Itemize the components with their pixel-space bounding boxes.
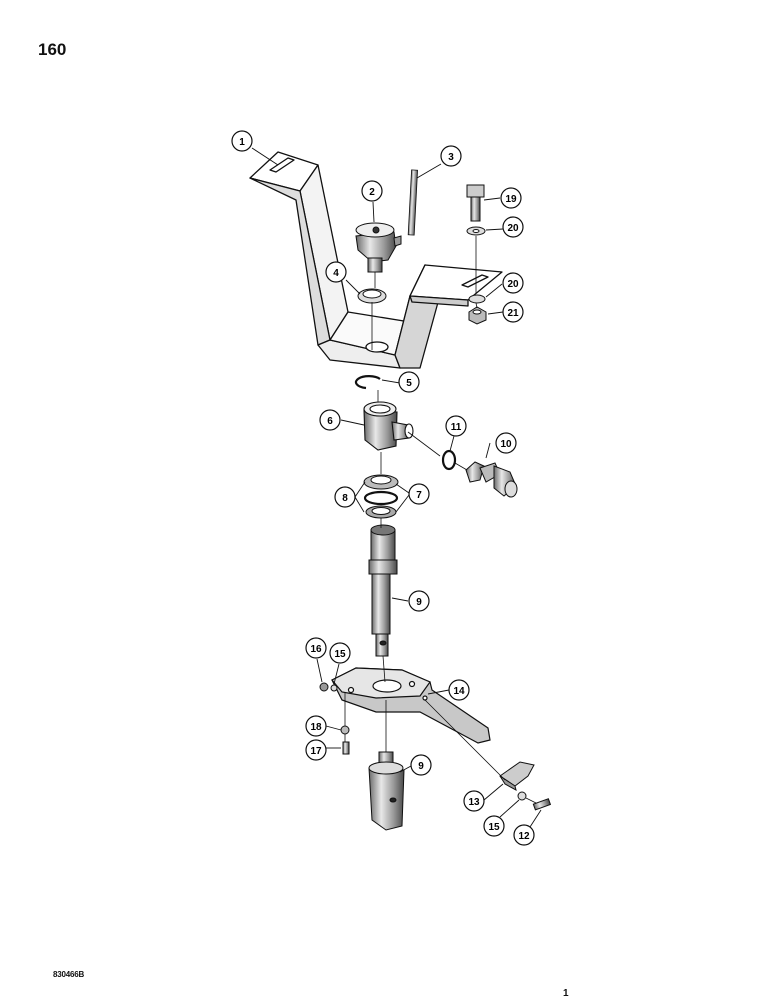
- callout-label: 17: [310, 746, 322, 757]
- rod: [407, 169, 418, 236]
- valve-cap: [355, 222, 402, 273]
- lever-plate: [331, 667, 491, 744]
- callout-4: 4: [325, 261, 347, 283]
- shaft-upper: [368, 524, 398, 657]
- o-ring: [441, 449, 457, 471]
- callout-8: 8: [334, 486, 356, 508]
- callout-12: 12: [513, 824, 535, 846]
- page-number: 160: [38, 40, 67, 59]
- callout-17: 17: [305, 739, 327, 761]
- elbow-fitting: [465, 461, 518, 498]
- callout-label: 9: [416, 597, 422, 608]
- callout-label: 8: [342, 493, 348, 504]
- callout-18: 18: [305, 715, 327, 737]
- seal-ring: [357, 288, 387, 304]
- callout-15-right: 15: [483, 815, 505, 837]
- assembly-lines: [344, 236, 537, 804]
- callout-2: 2: [361, 180, 383, 202]
- snap-ring: [354, 375, 381, 390]
- callout-label: 15: [334, 649, 346, 660]
- callout-leaders: [251, 147, 542, 828]
- callout-label: 14: [453, 686, 465, 697]
- callout-label: 18: [310, 722, 322, 733]
- callout-5: 5: [398, 371, 420, 393]
- callout-label: 5: [406, 378, 412, 389]
- callout-20-upper: 20: [502, 216, 524, 238]
- fastener-stack: [466, 184, 487, 325]
- small-hardware: [319, 682, 350, 755]
- callout-label: 1: [239, 137, 245, 148]
- clamp: [499, 761, 552, 811]
- callout-label: 21: [507, 308, 519, 319]
- callout-10: 10: [495, 432, 517, 454]
- callout-15-left: 15: [329, 642, 351, 664]
- callout-label: 13: [468, 797, 480, 808]
- callout-14: 14: [448, 679, 470, 701]
- callout-label: 9: [418, 761, 424, 772]
- callout-16: 16: [305, 637, 327, 659]
- bracket: [249, 151, 503, 369]
- callout-21: 21: [502, 301, 524, 323]
- callout-label: 11: [451, 422, 462, 433]
- callout-label: 16: [310, 644, 322, 655]
- callout-7: 7: [408, 483, 430, 505]
- callout-20-lower: 20: [502, 272, 524, 294]
- callout-label: 10: [500, 439, 512, 450]
- callout-1: 1: [231, 130, 253, 152]
- callout-19: 19: [500, 187, 522, 209]
- callout-3: 3: [440, 145, 462, 167]
- callout-9-lower: 9: [410, 754, 432, 776]
- swivel-body: [363, 401, 414, 451]
- callout-label: 3: [448, 152, 454, 163]
- callout-label: 6: [327, 416, 333, 427]
- callout-label: 7: [416, 490, 422, 501]
- callout-label: 15: [488, 822, 500, 833]
- callout-label: 4: [333, 268, 339, 279]
- callout-label: 20: [507, 223, 519, 234]
- callout-label: 19: [505, 194, 517, 205]
- bearing-set: [363, 474, 399, 519]
- callout-label: 20: [507, 279, 519, 290]
- corner-mark: 1: [563, 988, 569, 999]
- callout-label: 2: [369, 187, 375, 198]
- callout-13: 13: [463, 790, 485, 812]
- callout-9-upper: 9: [408, 590, 430, 612]
- figure-code: 830466B: [53, 970, 85, 979]
- callout-label: 12: [518, 831, 530, 842]
- callout-11: 11: [445, 415, 467, 437]
- shaft-lower: [368, 751, 405, 831]
- callout-6: 6: [319, 409, 341, 431]
